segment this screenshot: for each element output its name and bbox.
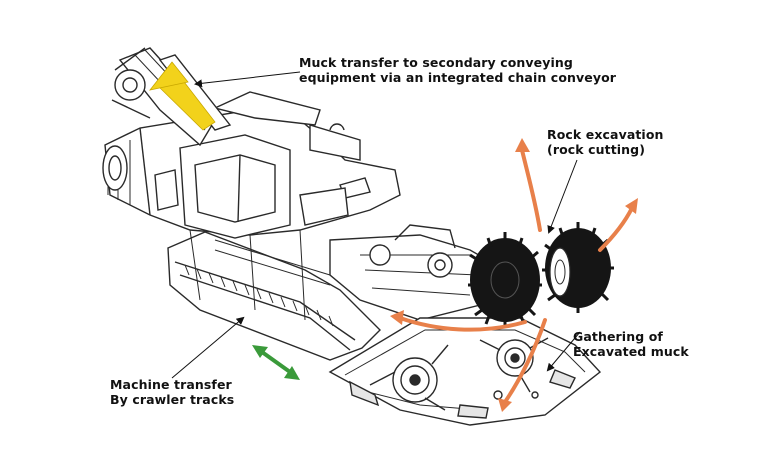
label-gathering: Gathering of Excavated muck (573, 329, 689, 359)
leader-rock-excavation (547, 159, 578, 234)
label-gathering-line2: Excavated muck (573, 344, 689, 359)
cutter-head-right (542, 222, 614, 313)
gathering-arm-left (369, 344, 449, 411)
leader-muck-transfer (194, 71, 301, 88)
crawler-track (167, 231, 381, 361)
label-rock-excavation-line2: (rock cutting) (547, 142, 646, 157)
label-rock-excavation: Rock excavation (rock cutting) (547, 127, 664, 157)
cutter-head-left (468, 232, 542, 328)
label-muck-transfer-line2: equipment via an integrated chain convey… (299, 70, 617, 85)
leader-machine-transfer (171, 316, 245, 379)
label-machine-transfer-line1: Machine transfer (110, 377, 232, 392)
label-rock-excavation-line1: Rock excavation (547, 127, 664, 142)
cutter-heads (468, 222, 614, 328)
label-gathering-line1: Gathering of (573, 329, 663, 344)
machine-chassis (102, 91, 401, 321)
gathering-apron (328, 317, 602, 426)
label-machine-transfer-line2: By crawler tracks (110, 392, 235, 407)
cutting-direction-arrows (390, 138, 638, 412)
label-muck-transfer: Muck transfer to secondary conveying equ… (299, 55, 616, 85)
conveyor-flow-arrow (149, 61, 216, 131)
track-movement-arrow (252, 345, 300, 380)
leader-gathering (546, 331, 581, 372)
leader-lines (171, 71, 581, 379)
label-machine-transfer: Machine transfer By crawler tracks (110, 377, 234, 407)
label-muck-transfer-line1: Muck transfer to secondary conveying (299, 55, 573, 70)
cutter-boom (329, 224, 507, 321)
